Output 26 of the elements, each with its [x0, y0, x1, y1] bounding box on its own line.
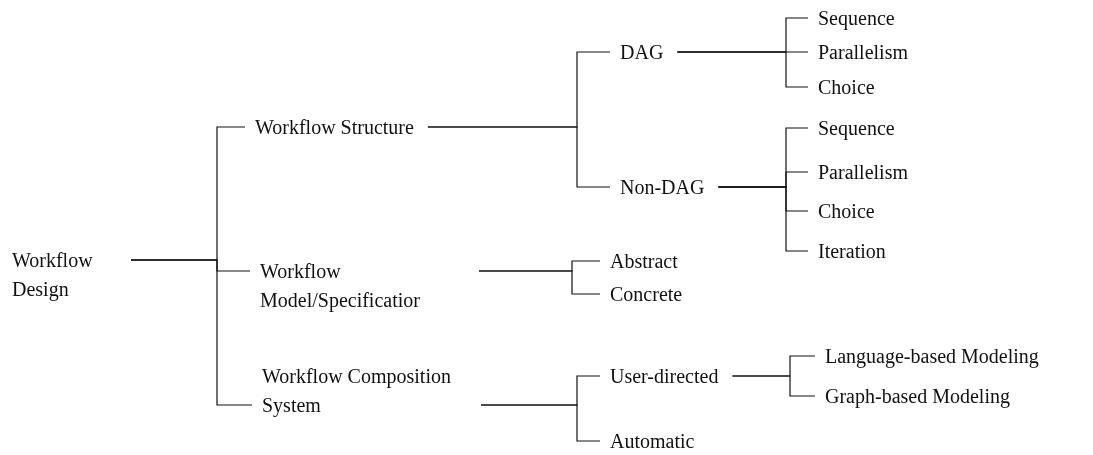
tree-label: DAG — [610, 37, 678, 67]
tree-connector — [731, 375, 816, 397]
tree-label: Workflow Design — [2, 245, 131, 304]
tree-label: Non-DAG — [610, 172, 719, 202]
tree-connector — [478, 270, 601, 295]
tree-connector — [480, 404, 601, 442]
tree-label: Workflow Structure — [245, 112, 428, 142]
tree-label: Sequence — [808, 113, 895, 143]
tree-label: Workflow Composition System — [252, 361, 481, 420]
tree-label: Choice — [808, 196, 875, 226]
tree-label: Automatic — [600, 426, 695, 455]
tree-label: Concrete — [600, 279, 683, 309]
tree-label: Workflow Model/Specificatior — [250, 256, 479, 315]
tree-label: User-directed — [600, 361, 733, 391]
tree-label: Iteration — [808, 236, 886, 266]
tree-connector — [130, 259, 253, 406]
tree-label: Parallelism — [808, 37, 908, 67]
tree-connector — [427, 126, 611, 188]
tree-label: Graph-based Modeling — [815, 381, 1010, 411]
tree-connector — [676, 51, 809, 88]
tree-connector — [717, 186, 809, 252]
tree-label: Language-based Modeling — [815, 341, 1039, 371]
tree-label: Sequence — [808, 3, 895, 33]
tree-label: Abstract — [600, 246, 678, 276]
tree-label: Parallelism — [808, 157, 908, 187]
tree-label: Choice — [808, 72, 875, 102]
